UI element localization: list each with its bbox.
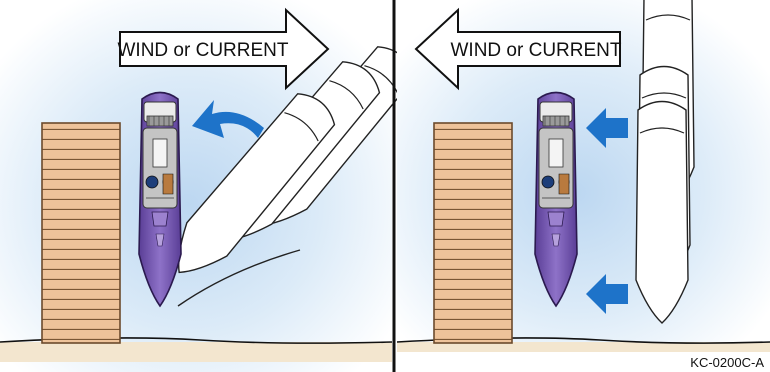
wind-label-right: WIND or CURRENT xyxy=(451,40,622,61)
boat-right xyxy=(535,93,577,307)
dock-left xyxy=(42,123,120,343)
left-panel: WIND or CURRENT xyxy=(0,0,421,372)
shore-left xyxy=(0,342,392,362)
wind-label-left: WIND or CURRENT xyxy=(118,40,289,61)
right-panel: WIND or CURRENT xyxy=(397,0,770,352)
figure-code: KC-0200C-A xyxy=(690,355,764,370)
ghost-boat-bottom xyxy=(636,102,688,324)
dock-right xyxy=(434,123,512,343)
boat-left xyxy=(139,93,181,307)
